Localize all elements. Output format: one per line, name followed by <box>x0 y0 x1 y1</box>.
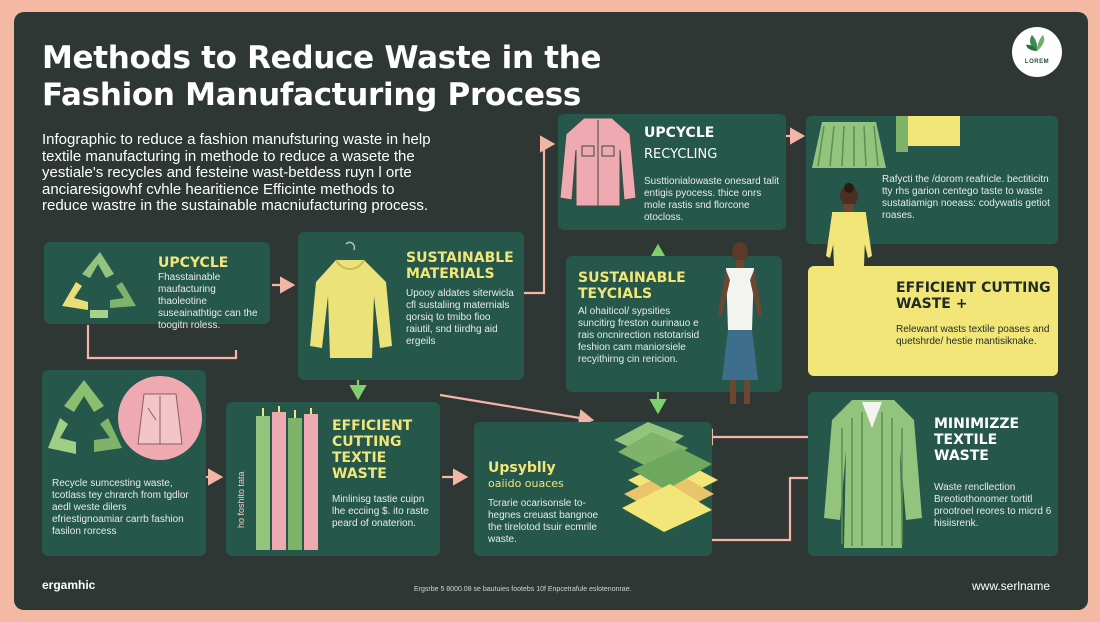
card-recycle-left: Recycle sumcesting waste, tcotlass tey c… <box>42 370 206 556</box>
card-title: EFFICIENT CUTTING WASTE + <box>896 280 1054 312</box>
card-title: UPCYCLE <box>644 125 715 141</box>
fabric-rolls-icon <box>256 406 318 550</box>
recycle-garment-icon <box>48 376 202 460</box>
card-title: Upsyblly <box>488 460 556 476</box>
card-title: EFFICIENT CUTTING TEXTIE WASTE <box>332 418 413 482</box>
card-title-suffix: + <box>955 296 968 312</box>
arrow-materials-to-recycling <box>524 135 556 295</box>
footer-website-link[interactable]: www.serlname <box>972 579 1051 593</box>
title-line-2: Fashion Manufacturing Process <box>42 77 582 113</box>
woman-figure-icon <box>718 242 762 404</box>
intro-text: Infographic to reduce a fashion manufstu… <box>42 131 431 214</box>
footer-brand: ergamhic <box>42 578 96 592</box>
card-body: Recycle sumcesting waste, tcotlass tey c… <box>52 478 189 537</box>
title-line-1: Methods to Reduce Waste in the <box>42 40 602 76</box>
card-side-text: ho foshito tata <box>236 471 246 528</box>
brand-logo: LOREM <box>1012 27 1062 77</box>
recycle-icon <box>62 252 136 318</box>
card-title: MINIMIZZE TEXTILE WASTE <box>934 416 1020 464</box>
card-body: Relewant wasts textile poases and quetsh… <box>896 324 1050 347</box>
skirt-and-fabric-icon <box>812 116 960 168</box>
card-body: Rafycti the /dorom reafricle. bectiticit… <box>882 174 1050 221</box>
card-subtitle: oaiido ouaces <box>488 477 564 490</box>
striped-coat-icon <box>824 400 922 548</box>
logo-text: LOREM <box>1024 59 1050 65</box>
card-body: Upooy aldates siterwicla cfl sustaliing … <box>406 288 514 347</box>
card-body: Fhasstainable maufacturing thaoleotine s… <box>158 272 258 331</box>
jacket-icon <box>559 117 637 207</box>
fabric-stack-icon <box>614 422 718 532</box>
card-title-text: EFFICIENT CUTTING WASTE <box>896 280 1051 312</box>
card-sustainable-materials: SUSTAINABLE MATERIALS Upooy aldates site… <box>298 232 524 380</box>
card-title: SUSTAINABLE TEYCIALS <box>578 270 686 302</box>
footer-copyright: Ergsrbe 5 8000.08 se bautuies footebs 10… <box>414 586 632 593</box>
card-efficient-cutting-right: EFFICIENT CUTTING WASTE + Relewant wasts… <box>808 266 1058 376</box>
arrow-cutting-to-fabric <box>439 393 595 427</box>
card-minimize-textile: MINIMIZZE TEXTILE WASTE Waste rencllecti… <box>808 392 1058 556</box>
card-subtitle: RECYCLING <box>644 147 718 162</box>
card-upcycle-recycling: UPCYCLE RECYCLING Susttionialowaste ones… <box>558 114 786 230</box>
card-body: Minlinisg tastie cuipn lhe ecciing $. it… <box>332 494 429 529</box>
sweater-icon <box>310 241 392 358</box>
card-upcycle-left: UPCYCLE Fhasstainable maufacturing thaol… <box>44 242 270 331</box>
card-body: Al ohaiticol/ sypsities suncitirg fresto… <box>578 306 700 365</box>
card-body: Susttionialowaste onesard talit entigis … <box>644 176 780 223</box>
leaf-logo-icon <box>1026 35 1045 51</box>
card-body: Waste rencllection Breotiothonomer torti… <box>934 482 1052 529</box>
card-body: Tcrarie ocarisonsle to-hegnes creuast ba… <box>488 498 599 545</box>
card-title: UPCYCLE <box>158 255 229 271</box>
arrow-upcycle-loop <box>86 325 238 360</box>
card-title: SUSTAINABLE MATERIALS <box>406 250 514 282</box>
card-efficient-cutting-mid: ho foshito tata EFFICIENT CUTTING TEXTIE… <box>226 402 440 556</box>
